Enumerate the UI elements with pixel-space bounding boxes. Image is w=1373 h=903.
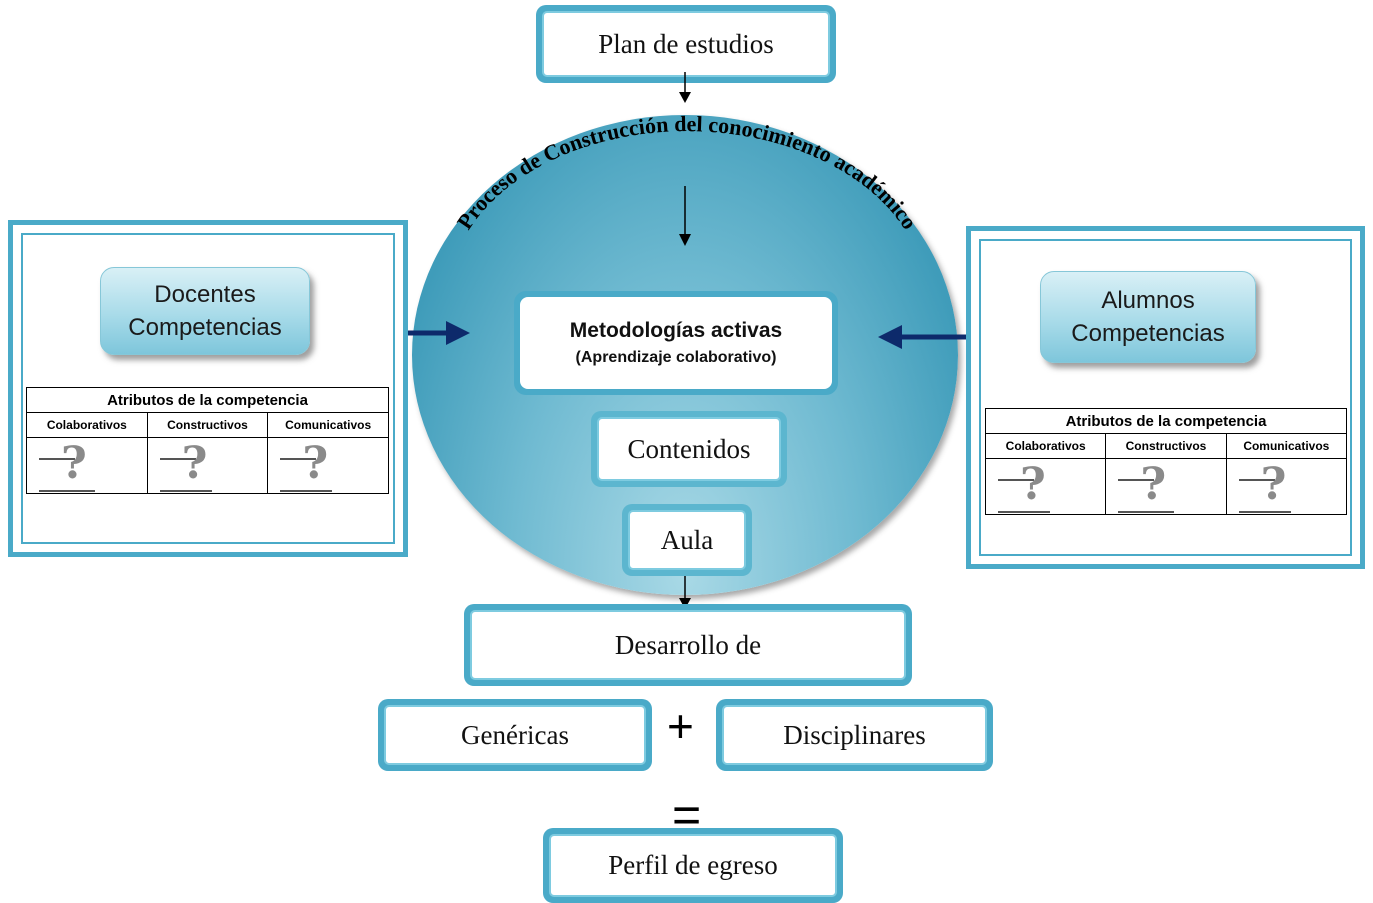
metodologias-subtitle: (Aprendizaje colaborativo): [575, 349, 777, 366]
docentes-line2: Competencias: [128, 314, 282, 341]
blank-line: [998, 511, 1050, 513]
disciplinares-label: Disciplinares: [722, 705, 987, 765]
question-mark: ?: [181, 438, 208, 489]
contenidos-label: Contenidos: [597, 417, 781, 481]
alumnos-line2: Competencias: [1071, 320, 1225, 347]
circle-title: Proceso de Construcción del conocimiento…: [452, 111, 923, 234]
blank-line: [159, 490, 212, 492]
blank-line: [998, 479, 1034, 481]
alumnos-attributes-table: Atributos de la competencia Colaborativo…: [984, 408, 1348, 515]
alumnos-line1: Alumnos: [1101, 287, 1195, 314]
table-title: Atributos de la competencia: [26, 387, 389, 413]
cell-comunicativos: ?: [1225, 458, 1348, 515]
desarrollo-label: Desarrollo de: [470, 610, 906, 680]
table-title: Atributos de la competencia: [985, 408, 1347, 434]
column-constructivos: Constructivos: [146, 412, 269, 438]
blank-line: [1118, 511, 1175, 513]
metodologias-title: Metodologías activas: [569, 319, 783, 342]
genericas-box: Genéricas: [378, 699, 652, 771]
question-mark: ?: [1020, 459, 1046, 510]
blank-line: [1118, 479, 1155, 481]
column-colaborativos: Colaborativos: [26, 412, 148, 438]
arrow-inner-down: [679, 186, 691, 246]
contenidos-box: Contenidos: [591, 411, 787, 487]
docentes-line1: Docentes: [154, 281, 256, 308]
genericas-label: Genéricas: [384, 705, 646, 765]
perfil-de-egreso-label: Perfil de egreso: [549, 834, 837, 897]
docentes-box: Docentes Competencias: [100, 267, 310, 355]
question-mark: ?: [1260, 459, 1287, 510]
alumnos-box: Alumnos Competencias: [1040, 271, 1256, 363]
blank-line: [159, 458, 196, 460]
question-mark: ?: [61, 438, 87, 489]
plan-de-estudios-label: Plan de estudios: [542, 11, 830, 77]
column-comunicativos: Comunicativos: [267, 412, 389, 438]
plus-sign: +: [667, 700, 694, 752]
blank-line: [39, 458, 75, 460]
aula-box: Aula: [622, 504, 752, 576]
disciplinares-box: Disciplinares: [716, 699, 993, 771]
cell-constructivos: ?: [1105, 458, 1227, 515]
plan-de-estudios-box: Plan de estudios: [536, 5, 836, 83]
blank-line: [280, 458, 317, 460]
docentes-attributes-table: Atributos de la competencia Colaborativo…: [26, 387, 389, 494]
column-comunicativos: Comunicativos: [1225, 433, 1348, 459]
perfil-de-egreso-box: Perfil de egreso: [543, 828, 843, 903]
question-mark: ?: [1140, 459, 1167, 510]
blank-line: [280, 490, 333, 492]
cell-comunicativos: ?: [267, 437, 389, 494]
cell-constructivos: ?: [146, 437, 269, 494]
desarrollo-box: Desarrollo de: [464, 604, 912, 686]
column-constructivos: Constructivos: [1105, 433, 1227, 459]
metodologias-inner: Metodologías activas (Aprendizaje colabo…: [520, 297, 832, 389]
blank-line: [39, 490, 95, 492]
aula-label: Aula: [628, 510, 746, 570]
metodologias-box: Metodologías activas (Aprendizaje colabo…: [514, 291, 838, 395]
column-colaborativos: Colaborativos: [984, 433, 1107, 459]
cell-colaborativos: ?: [26, 437, 148, 494]
question-mark: ?: [302, 438, 329, 489]
blank-line: [1238, 479, 1275, 481]
arrow-plan-to-circle: [679, 72, 691, 103]
blank-line: [1238, 511, 1291, 513]
docentes-panel-inner-border: [21, 233, 395, 544]
cell-colaborativos: ?: [984, 458, 1107, 515]
arrow-aula-to-desarrollo: [679, 573, 691, 609]
alumnos-panel-inner-border: [979, 239, 1352, 556]
